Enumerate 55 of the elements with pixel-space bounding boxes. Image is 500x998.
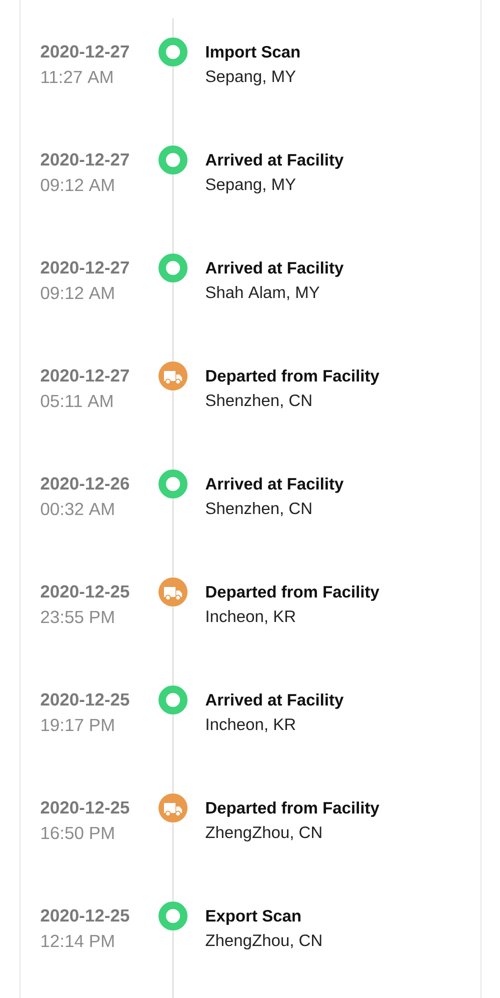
timeline-line — [172, 822, 174, 902]
event-time: 16:50 PM — [42, 826, 114, 840]
event-title: Arrived at Facility — [206, 478, 344, 493]
timeline-line — [172, 390, 174, 470]
event-date: 2020-12-27 — [40, 153, 129, 166]
event-title: Arrived at Facility — [206, 262, 344, 277]
event-title: Departed from Facility — [206, 370, 380, 385]
event-time: 23:55 PM — [41, 610, 114, 624]
event-title: Import Scan — [206, 46, 300, 61]
event-location: Sepang, MY — [206, 70, 296, 86]
truck-icon — [158, 794, 188, 822]
truck-icon — [158, 362, 188, 390]
timeline-line — [172, 498, 174, 578]
event-date: 2020-12-25 — [40, 693, 130, 706]
event-date: 2020-12-25 — [40, 801, 130, 814]
truck-icon — [158, 578, 188, 606]
event-time: 11:27 AM — [42, 70, 112, 83]
event-location: Shenzhen, CN — [206, 394, 312, 408]
ring-marker — [158, 254, 188, 282]
timeline-line — [172, 606, 174, 686]
timeline-line — [172, 174, 174, 254]
ring-marker — [158, 686, 188, 714]
event-time: 12:14 PM — [42, 934, 114, 947]
event-location: ZhengZhou, CN — [206, 826, 322, 842]
event-location: ZhengZhou, CN — [206, 934, 322, 950]
timeline-line — [172, 282, 174, 362]
ring-marker — [158, 470, 188, 498]
event-location: Incheon, KR — [206, 718, 296, 732]
event-title: Departed from Facility — [206, 586, 380, 601]
ring-marker — [158, 902, 188, 930]
ring-marker — [158, 146, 188, 174]
timeline-line — [172, 66, 174, 146]
event-time: 19:17 PM — [42, 718, 114, 732]
event-title: Export Scan — [206, 910, 300, 925]
event-title: Departed from Facility — [206, 802, 380, 817]
event-title: Arrived at Facility — [206, 694, 344, 709]
timeline-line — [172, 18, 174, 38]
event-date: 2020-12-27 — [40, 45, 129, 58]
event-location: Shenzhen, CN — [206, 502, 312, 516]
event-date: 2020-12-26 — [40, 477, 130, 490]
ring-marker — [158, 38, 188, 67]
event-time: 00:32 AM — [40, 502, 114, 516]
event-location: Incheon, KR — [206, 610, 296, 624]
event-date: 2020-12-27 — [40, 369, 129, 382]
event-title: Arrived at Facility — [206, 154, 344, 169]
event-time: 05:11 AM — [40, 394, 112, 408]
event-date: 2020-12-25 — [40, 909, 130, 922]
event-date: 2020-12-25 — [40, 585, 130, 598]
event-time: 09:12 AM — [40, 286, 114, 300]
event-location: Shah Alam, MY — [206, 286, 320, 300]
timeline-line — [172, 930, 174, 998]
timeline-line — [172, 714, 174, 794]
event-location: Sepang, MY — [206, 178, 296, 194]
event-time: 09:12 AM — [40, 178, 114, 192]
event-date: 2020-12-27 — [40, 261, 129, 274]
